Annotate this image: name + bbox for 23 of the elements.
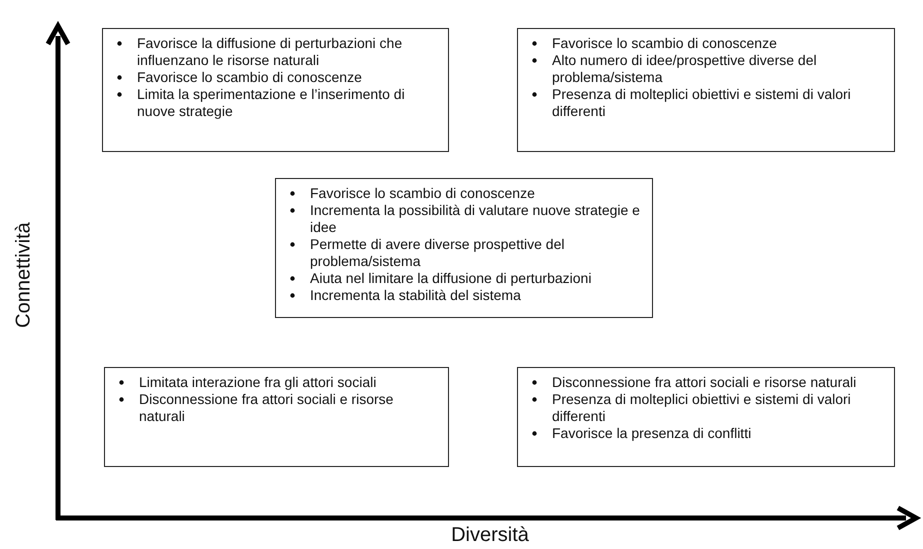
list-item: Favorisce lo scambio di conoscenze [137, 69, 362, 85]
list-item: Aiuta nel limitare la diffusione di perturbazioni [310, 270, 592, 286]
list-item: Incrementa la stabilità del sistema [310, 287, 521, 303]
list-item: Favorisce lo scambio di conoscenze [552, 35, 777, 51]
axis-label: Connettività [12, 222, 36, 328]
list-item: Disconnessione fra attori sociali e risorse naturali [139, 391, 394, 424]
list-item: Favorisce la presenza di conflitti [552, 425, 752, 441]
text-box [517, 28, 895, 152]
text-box [102, 28, 449, 152]
list-item: Incrementa la possibilità di valutare nuove strategie e idee [310, 202, 640, 235]
list-item: Presenza di molteplici obiettivi e sistemi di valori differenti [552, 391, 851, 424]
list-item: Favorisce lo scambio di conoscenze [310, 185, 535, 201]
list-item: Alto numero di idee/prospettive diverse del problema/sistema [552, 52, 817, 85]
list-item: Permette di avere diverse prospettive del problema/sistema [310, 236, 564, 269]
list-item: Limita la sperimentazione e l’inserimento di nuove strategie [137, 86, 405, 119]
list-item: Favorisce la diffusione di perturbazioni che influenzano le risorse naturali [137, 35, 402, 68]
list-item: Presenza di molteplici obiettivi e sistemi di valori differenti [552, 86, 851, 119]
axis-label: Diversità [451, 524, 529, 547]
text-box [517, 367, 895, 467]
list-item: Limitata interazione fra gli attori sociali [139, 374, 376, 390]
text-box [275, 178, 653, 318]
list-item: Disconnessione fra attori sociali e risorse naturali [552, 374, 856, 390]
text-box [104, 367, 449, 467]
